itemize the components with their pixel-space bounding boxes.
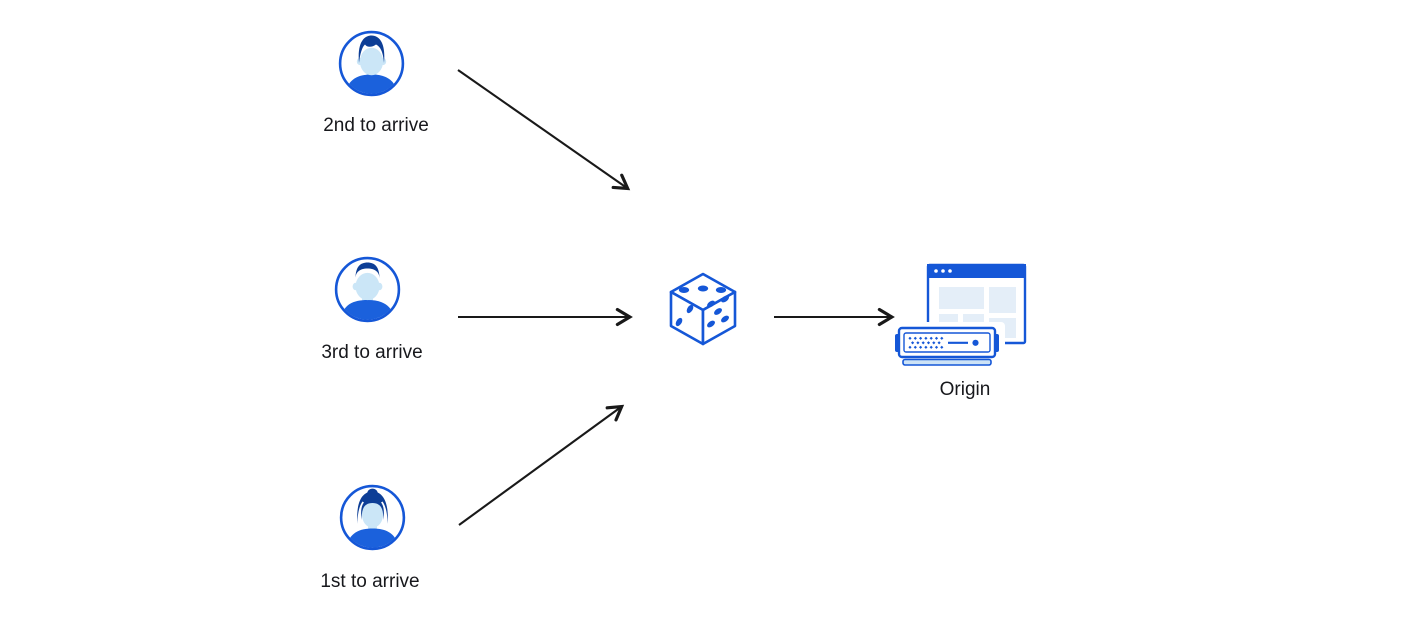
node-label-user-3rd: 3rd to arrive [321,342,423,363]
node-label-user-2nd: 2nd to arrive [323,115,429,136]
node-origin [893,263,1030,366]
arrow-user2nd-to-dice [457,69,631,191]
woman-avatar-icon [339,484,406,551]
node-label-user-1st: 1st to arrive [320,571,420,592]
node-label-origin: Origin [939,379,991,400]
node-user-3rd [334,256,401,323]
node-randomizer [664,266,744,350]
node-user-1st [339,484,406,551]
man-avatar-icon [334,256,401,323]
server-icon [895,326,999,366]
man-avatar-icon [338,30,405,97]
arrow-user1st-to-dice [458,404,625,526]
dice-icon [669,272,737,346]
node-user-2nd [338,30,405,97]
origin-server-icon [893,263,1027,366]
